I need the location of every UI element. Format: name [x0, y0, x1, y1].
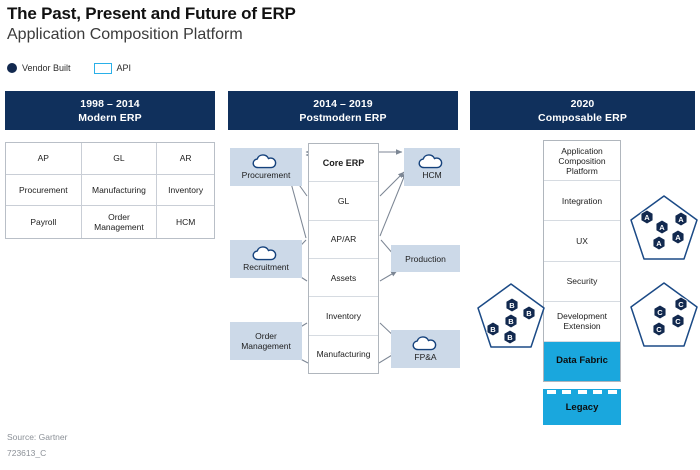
- grid-cell: Order Management: [82, 206, 158, 238]
- hexagon-label-a: A: [659, 223, 665, 232]
- pentagon-a: A A A A A: [630, 195, 698, 260]
- outlined-rect-icon: [93, 62, 112, 74]
- column-header-name: Composable ERP: [538, 111, 627, 124]
- legend-item-vendor-built: Vendor Built: [7, 63, 71, 73]
- document-id: 723613_C: [7, 448, 47, 458]
- core-stack-row-gl: GL: [309, 182, 378, 221]
- grid-cell: Manufacturing: [81, 174, 158, 207]
- cloud-icon: [412, 336, 436, 351]
- grid-cell: HCM: [175, 217, 196, 228]
- hexagon-label-b: B: [526, 309, 532, 318]
- satellite-label: Recruitment: [243, 262, 289, 272]
- pentagon-c: C C C C: [630, 282, 698, 347]
- hexagon-label-a: A: [678, 215, 684, 224]
- cloud-icon: [418, 154, 443, 169]
- column-header-postmodern-erp: 2014 – 2019 Postmodern ERP: [228, 91, 458, 130]
- legend: Vendor Built API: [7, 60, 131, 76]
- cloud-icon: [252, 246, 277, 261]
- api-tab-icon: [576, 389, 588, 395]
- hexagon-label-a: A: [675, 233, 681, 242]
- grid-cell: Inventory: [157, 175, 214, 207]
- platform-row-security: Security: [544, 262, 620, 302]
- grid-cell: AR: [157, 143, 214, 175]
- column-header-modern-erp: 1998 – 2014 Modern ERP: [5, 91, 215, 130]
- platform-row-data-fabric: Data Fabric: [544, 341, 620, 382]
- hexagon-label-b: B: [509, 301, 515, 310]
- column-header-period: 2020: [570, 97, 595, 110]
- satellite-label: Procurement: [241, 170, 291, 180]
- page-title: The Past, Present and Future of ERP: [7, 4, 296, 23]
- satellite-label: Order Management: [241, 331, 291, 351]
- legacy-label: Legacy: [565, 402, 599, 413]
- api-tab-icon: [546, 389, 557, 395]
- satellite-label: Production: [405, 253, 446, 264]
- platform-row-development-extension: Development Extension: [544, 302, 620, 342]
- hexagon-label-b: B: [507, 333, 513, 342]
- hexagon-label-a: A: [644, 213, 650, 222]
- satellite-fp-and-a: FP&A: [391, 330, 460, 368]
- column-header-period: 2014 – 2019: [313, 97, 373, 110]
- hexagon-label-c: C: [656, 325, 662, 334]
- cloud-icon: [252, 154, 277, 169]
- hexagon-label-b: B: [490, 325, 496, 334]
- satellite-label: FP&A: [414, 352, 437, 362]
- modern-erp-module-grid: AP GL AR Procurement Manufacturing Inven…: [5, 142, 215, 239]
- grid-cell: Procurement: [6, 174, 82, 207]
- core-erp-stack: Core ERP GL AP/AR Assets Inventory Manuf…: [308, 143, 379, 374]
- core-stack-row-ap-ar: AP/AR: [309, 221, 378, 259]
- hexagon-label-a: A: [656, 239, 662, 248]
- satellite-procurement: Procurement: [230, 148, 302, 186]
- satellite-production: Production: [391, 245, 460, 272]
- column-header-composable-erp: 2020 Composable ERP: [470, 91, 695, 130]
- api-tab-icon: [607, 389, 618, 395]
- column-header-name: Postmodern ERP: [299, 111, 387, 124]
- column-header-name: Modern ERP: [78, 111, 142, 124]
- application-composition-platform-stack: Application Composition Platform Integra…: [543, 140, 621, 382]
- legend-item-api: API: [93, 62, 132, 74]
- api-tab-icon: [591, 389, 603, 395]
- hexagon-label-c: C: [657, 308, 663, 317]
- grid-cell: Payroll: [6, 206, 82, 238]
- column-header-period: 1998 – 2014: [80, 97, 140, 110]
- platform-row-integration: Integration: [544, 181, 620, 222]
- filled-circle-icon: [7, 63, 17, 73]
- api-tab-icon: [561, 389, 573, 395]
- core-stack-row-assets: Assets: [309, 259, 378, 298]
- hexagon-label-c: C: [675, 317, 681, 326]
- legacy-api-tabs: [546, 389, 618, 395]
- pentagon-b: B B B B B: [477, 283, 545, 348]
- hexagon-cluster-c: C C C C: [652, 296, 688, 337]
- hexagon-cluster-b: B B B B B: [486, 297, 536, 345]
- legend-label-api: API: [116, 63, 132, 73]
- hexagon-cluster-a: A A A A A: [640, 209, 688, 251]
- core-stack-row-manufacturing: Manufacturing: [316, 349, 371, 360]
- hexagon-label-c: C: [678, 300, 684, 309]
- legend-label-vendor-built: Vendor Built: [22, 63, 71, 73]
- core-stack-row-core-erp: Core ERP: [309, 144, 378, 183]
- hexagon-label-b: B: [508, 317, 514, 326]
- grid-cell: AP: [6, 143, 82, 175]
- satellite-order-management: Order Management: [230, 322, 302, 360]
- core-stack-row-inventory: Inventory: [309, 297, 378, 336]
- satellite-label: HCM: [422, 170, 442, 180]
- page-subtitle: Application Composition Platform: [7, 26, 243, 43]
- platform-row-ux: UX: [544, 221, 620, 262]
- source-attribution: Source: Gartner: [7, 432, 68, 442]
- grid-cell: GL: [81, 143, 158, 175]
- satellite-recruitment: Recruitment: [230, 240, 302, 278]
- legacy-block: Legacy: [543, 389, 621, 425]
- satellite-hcm: HCM: [404, 148, 460, 186]
- platform-row-application-composition-platform: Application Composition Platform: [544, 141, 620, 182]
